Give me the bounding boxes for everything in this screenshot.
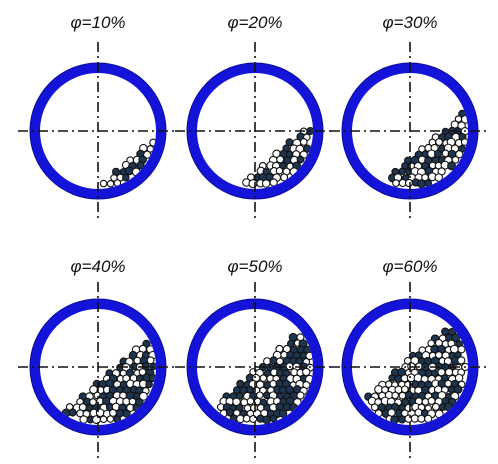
particle	[136, 161, 145, 170]
particle	[410, 414, 419, 423]
drum-panel-2: φ=20%	[175, 13, 335, 222]
particle	[444, 379, 452, 388]
fill-label-4: φ=40%	[70, 257, 125, 276]
particle	[435, 138, 444, 146]
particle	[91, 415, 101, 425]
particle-bed-4	[61, 339, 156, 425]
particle	[388, 374, 396, 382]
centerlines-2	[175, 42, 335, 222]
particle	[397, 415, 407, 424]
particle	[279, 161, 287, 170]
particle	[106, 179, 115, 188]
particle	[302, 367, 311, 377]
centerlines-4	[18, 282, 178, 460]
particle	[280, 173, 289, 182]
particle	[434, 173, 444, 182]
particle	[122, 173, 130, 182]
particle	[454, 373, 464, 383]
particle-bed-2	[242, 126, 313, 189]
particle	[398, 167, 406, 176]
particle	[305, 351, 313, 361]
particle	[269, 414, 278, 423]
particle	[457, 345, 466, 354]
drum-panel-1: φ=10%	[18, 13, 178, 222]
particle	[392, 179, 400, 187]
particle	[138, 391, 148, 401]
particle	[99, 179, 108, 188]
centerlines-1	[18, 42, 178, 222]
particle-bed-3	[388, 109, 468, 189]
particle	[433, 149, 442, 158]
particle-bed-1	[99, 138, 156, 188]
particle	[68, 408, 77, 417]
particle	[455, 150, 464, 159]
particle	[236, 379, 245, 388]
particle	[256, 391, 264, 400]
fill-label-6: φ=60%	[382, 257, 437, 276]
drum-panel-6: φ=60%	[330, 257, 490, 460]
drum-panel-3: φ=30%	[330, 13, 490, 222]
centerlines-6	[330, 282, 490, 460]
particle	[431, 402, 440, 411]
particle	[145, 380, 153, 389]
particle	[447, 161, 456, 171]
particle	[404, 178, 414, 188]
particle	[122, 409, 131, 418]
drum-panel-4: φ=40%	[18, 257, 178, 460]
particle	[106, 415, 115, 423]
particle	[451, 333, 461, 343]
centerlines-3	[330, 42, 490, 222]
particle	[296, 391, 305, 400]
centerlines-5	[175, 282, 335, 460]
particle	[278, 409, 288, 418]
fill-label-3: φ=30%	[382, 13, 437, 32]
drum-panel-5: φ=50%	[175, 257, 335, 460]
fill-label-1: φ=10%	[70, 13, 125, 32]
particle	[148, 373, 156, 383]
particle	[276, 155, 285, 164]
particle	[99, 415, 108, 424]
fill-label-2: φ=20%	[227, 13, 282, 32]
particle	[285, 138, 294, 147]
particle	[451, 155, 460, 164]
particle	[246, 397, 255, 406]
particle	[275, 166, 284, 175]
particle	[417, 179, 426, 189]
particle	[457, 356, 466, 365]
particle	[398, 391, 407, 400]
particle	[262, 415, 271, 425]
particle	[242, 414, 251, 423]
particle	[146, 356, 155, 365]
particle	[79, 415, 88, 424]
particle	[417, 414, 426, 423]
particle	[299, 138, 308, 146]
particle	[261, 179, 271, 188]
particle	[296, 155, 305, 164]
particle	[441, 327, 450, 336]
fill-label-5: φ=50%	[227, 257, 282, 276]
particle	[391, 391, 400, 400]
